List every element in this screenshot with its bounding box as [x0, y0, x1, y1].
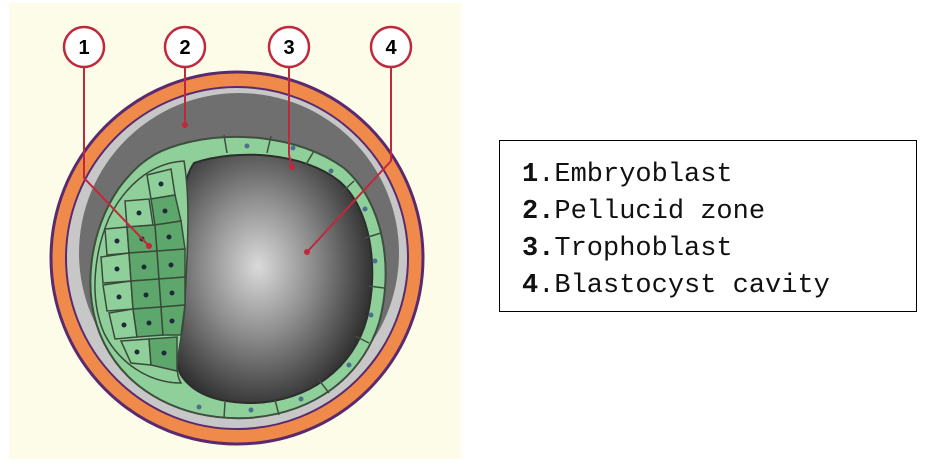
legend-number: 2. [522, 197, 554, 227]
callout-2-number: 2 [179, 37, 190, 59]
legend-label: Blastocyst cavity [554, 271, 829, 301]
legend-label: Pellucid zone [554, 197, 765, 227]
legend-item-blastocyst-cavity: 4.Blastocyst cavity [522, 268, 916, 305]
callout-3-number: 3 [283, 37, 294, 59]
legend-number: 1 [522, 160, 538, 190]
legend-separator: . [538, 271, 554, 301]
blastocyst-diagram: 1 2 3 4 [9, 3, 461, 459]
callout-3: 3 [269, 27, 309, 67]
legend-separator: . [538, 160, 554, 190]
legend-item-trophoblast: 3.Trophoblast [522, 231, 916, 268]
legend-box: 1.Embryoblast 2.Pellucid zone 3.Trophobl… [499, 140, 917, 312]
legend-label: Trophoblast [554, 234, 732, 264]
callout-4-number: 4 [385, 37, 397, 59]
callout-1-number: 1 [78, 37, 89, 59]
legend-item-pellucid-zone: 2.Pellucid zone [522, 194, 916, 231]
legend-item-embryoblast: 1.Embryoblast [522, 157, 916, 194]
legend-number: 3. [522, 234, 554, 264]
legend-label: Embryoblast [554, 160, 732, 190]
callout-2: 2 [165, 27, 205, 67]
callout-4: 4 [371, 27, 411, 67]
legend-number: 4 [522, 271, 538, 301]
callout-1: 1 [64, 27, 104, 67]
